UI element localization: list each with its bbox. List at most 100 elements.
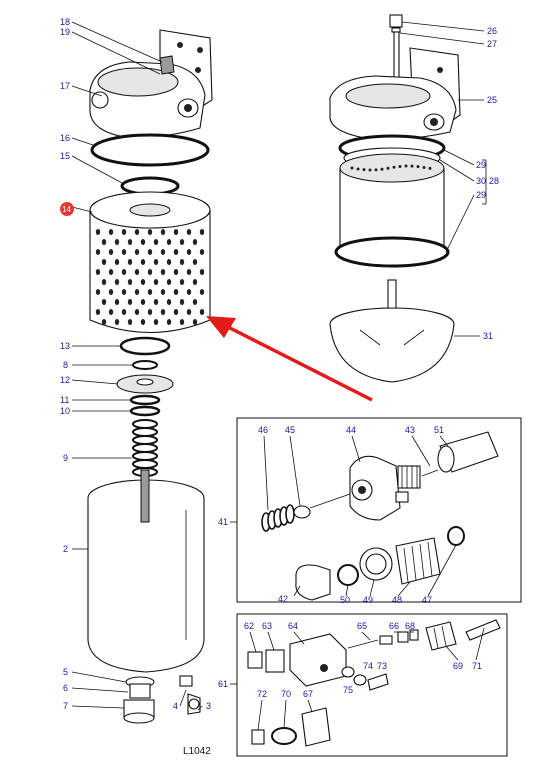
element-hole xyxy=(350,166,354,170)
perforation-hole xyxy=(186,309,192,315)
label-68: 68 xyxy=(405,621,415,631)
label-66: 66 xyxy=(389,621,399,631)
label-42: 42 xyxy=(278,594,288,604)
spring-coil xyxy=(132,451,158,461)
spring-coil xyxy=(132,459,158,469)
label-15: 15 xyxy=(60,151,70,161)
perforation-hole xyxy=(179,279,185,285)
perforation-hole xyxy=(186,249,192,255)
filter-bowl-part xyxy=(87,469,205,673)
label-29b: 29 xyxy=(476,190,486,200)
element-hole xyxy=(374,168,378,172)
spring-coil xyxy=(132,443,158,453)
perforation-hole xyxy=(160,289,166,295)
label-6: 6 xyxy=(63,683,68,693)
perforation-hole xyxy=(134,269,140,275)
small-ring-part xyxy=(132,360,158,370)
perforation-hole xyxy=(160,229,166,235)
perforation-hole xyxy=(114,279,120,285)
perforation-hole xyxy=(95,269,101,275)
label-47: 47 xyxy=(422,595,432,605)
perforation-hole xyxy=(147,269,153,275)
label-18: 18 xyxy=(60,17,70,27)
perforation-hole xyxy=(153,239,159,245)
detail-box-bleed-valve xyxy=(236,613,508,757)
label-8: 8 xyxy=(63,360,68,370)
label-14: 14 xyxy=(62,205,71,214)
perforation-hole xyxy=(199,249,205,255)
perforation-hole xyxy=(108,269,114,275)
bleed-screw-part xyxy=(179,675,201,715)
perforation-hole xyxy=(166,319,172,325)
perforation-hole xyxy=(147,229,153,235)
perforation-hole xyxy=(173,309,179,315)
label-25: 25 xyxy=(487,95,497,105)
filter-element-part xyxy=(89,191,211,334)
perforation-hole xyxy=(166,259,172,265)
label-13: 13 xyxy=(60,341,70,351)
perforation-hole xyxy=(179,239,185,245)
element-hole xyxy=(404,164,408,168)
perforation-hole xyxy=(95,289,101,295)
label-29a: 29 xyxy=(476,160,486,170)
perforation-hole xyxy=(199,309,205,315)
element-hole xyxy=(368,168,372,172)
left-filter-assembly xyxy=(87,29,213,724)
perforation-hole xyxy=(140,239,146,245)
perforation-hole xyxy=(134,249,140,255)
element-hole xyxy=(410,164,414,168)
label-63: 63 xyxy=(262,621,272,631)
perforation-hole xyxy=(95,229,101,235)
highlighted-part-marker xyxy=(60,202,74,216)
label-3: 3 xyxy=(206,701,211,711)
perforation-hole xyxy=(160,309,166,315)
label-4: 4 xyxy=(173,701,178,711)
label-26: 26 xyxy=(487,26,497,36)
label-43: 43 xyxy=(405,425,415,435)
perforation-hole xyxy=(199,229,205,235)
perforation-hole xyxy=(179,259,185,265)
label-51: 51 xyxy=(434,425,444,435)
perforation-hole xyxy=(192,279,198,285)
perforation-hole xyxy=(108,289,114,295)
highlight-arrow xyxy=(206,316,373,402)
perforation-hole xyxy=(121,249,127,255)
label-2: 2 xyxy=(63,544,68,554)
perforation-hole xyxy=(199,269,205,275)
spring-part xyxy=(132,419,158,477)
perforation-hole xyxy=(121,309,127,315)
perforation-hole xyxy=(192,239,198,245)
perforation-hole xyxy=(101,259,107,265)
label-46: 46 xyxy=(258,425,268,435)
perforation-hole xyxy=(153,299,159,305)
perforation-hole xyxy=(127,279,133,285)
label-41: 41 xyxy=(218,517,228,527)
perforation-hole xyxy=(134,309,140,315)
perforation-hole xyxy=(114,319,120,325)
perforation-hole xyxy=(127,299,133,305)
perforation-hole xyxy=(140,299,146,305)
perforation-hole xyxy=(173,289,179,295)
perforation-hole xyxy=(160,269,166,275)
perforation-hole xyxy=(140,319,146,325)
perforation-hole xyxy=(134,229,140,235)
element-hole xyxy=(416,165,420,169)
element-hole xyxy=(428,166,432,170)
detail-box-valve xyxy=(236,417,522,603)
label-17: 17 xyxy=(60,81,70,91)
perforation-hole xyxy=(127,319,133,325)
perforation-hole xyxy=(186,229,192,235)
perforation-hole xyxy=(166,299,172,305)
perforation-hole xyxy=(127,239,133,245)
perforation-hole xyxy=(173,249,179,255)
perforation-hole xyxy=(101,319,107,325)
perforation-hole xyxy=(147,289,153,295)
perforation-hole xyxy=(114,299,120,305)
label-19: 19 xyxy=(60,27,70,37)
label-31: 31 xyxy=(483,331,493,341)
part-labels: 18 19 17 16 15 14 13 8 12 11 10 9 2 5 6 … xyxy=(60,17,499,757)
label-12: 12 xyxy=(60,375,70,385)
label-70: 70 xyxy=(281,689,291,699)
perforation-hole xyxy=(166,239,172,245)
spring-coil xyxy=(132,435,158,445)
